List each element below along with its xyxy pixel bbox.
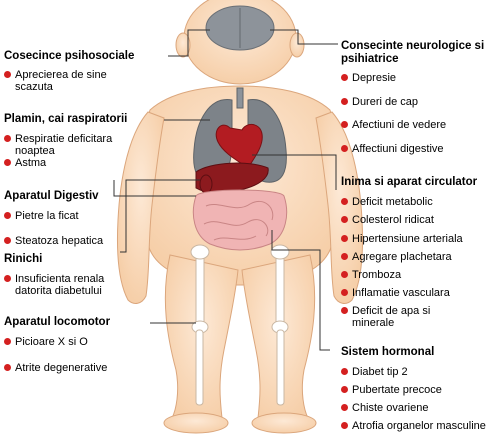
bullet-icon [341, 368, 348, 375]
item-text: Pietre la ficat [15, 210, 79, 222]
item-atrophy: Atrofia organelor masculine [341, 420, 486, 432]
item-arthritis: Atrite degenerative [4, 362, 107, 374]
bullet-icon [341, 307, 348, 314]
item-text: Picioare X si O [15, 336, 88, 348]
item-puberty: Pubertate precoce [341, 384, 442, 396]
bullet-icon [341, 271, 348, 278]
heading-lungs: Plamin, cai raspiratorii [4, 113, 128, 125]
item-night-breathing: Respiratie deficitara noaptea [4, 133, 125, 157]
bullet-icon [4, 275, 11, 282]
bullet-icon [341, 121, 348, 128]
bullet-icon [341, 289, 348, 296]
item-steatosis: Steatoza hepatica [4, 235, 103, 247]
bullet-icon [341, 386, 348, 393]
bullet-icon [4, 71, 11, 78]
item-digestive-issues: Affectiuni digestive [341, 143, 444, 155]
bullet-icon [4, 364, 11, 371]
item-headache: Dureri de cap [341, 96, 418, 108]
item-asthma: Astma [4, 157, 46, 169]
bullet-icon [4, 212, 11, 219]
bullet-icon [4, 237, 11, 244]
heading-heart: Inima si aparat circulator [341, 176, 478, 188]
bullet-icon [341, 145, 348, 152]
bullet-icon [341, 98, 348, 105]
lungs [193, 87, 287, 183]
item-diabetes: Diabet tip 2 [341, 366, 408, 378]
item-text: Deficit de apa si minerale [352, 305, 431, 329]
item-vision: Afectiuni de vedere [341, 119, 446, 131]
heading-psychosocial: Cosecince psihosociale [4, 50, 135, 62]
item-renal-failure: Insuficienta renala datorita diabetului [4, 273, 127, 297]
bullet-icon [341, 422, 348, 429]
heading-neuro: Consecinte neurologice si psihiatrice [341, 40, 485, 65]
item-cholesterol: Colesterol ridicat [341, 214, 434, 226]
item-vascular-inflammation: Inflamatie vasculara [341, 287, 450, 299]
item-text: Aprecierea de sine scazuta [15, 69, 107, 93]
bullet-icon [341, 198, 348, 205]
item-text: Pubertate precoce [352, 384, 442, 396]
item-ovarian-cysts: Chiste ovariene [341, 402, 428, 414]
item-platelet: Agregare plachetara [341, 251, 452, 263]
item-text: Agregare plachetara [352, 251, 452, 263]
item-text: Astma [15, 157, 47, 169]
item-text: Depresie [352, 72, 397, 84]
item-text: Dureri de cap [352, 96, 419, 108]
item-gallstones: Pietre la ficat [4, 210, 79, 222]
item-text: Tromboza [352, 269, 402, 281]
intestines [192, 189, 288, 251]
item-thrombosis: Tromboza [341, 269, 401, 281]
item-text: Diabet tip 2 [352, 366, 408, 378]
item-text: Deficit metabolic [352, 196, 433, 208]
item-hypertension: Hipertensiune arteriala [341, 233, 463, 245]
bullet-icon [4, 338, 11, 345]
brain [205, 5, 275, 51]
item-text: Affectiuni digestive [352, 143, 444, 155]
bullet-icon [341, 235, 348, 242]
heading-hormonal: Sistem hormonal [341, 346, 435, 358]
bullet-icon [4, 135, 11, 142]
item-text: Inflamatie vasculara [352, 287, 450, 299]
item-text: Hipertensiune arteriala [352, 233, 463, 245]
bullet-icon [341, 253, 348, 260]
bullet-icon [341, 404, 348, 411]
item-knees: Picioare X si O [4, 336, 88, 348]
item-text: Atrite degenerative [15, 362, 108, 374]
item-self-esteem: Aprecierea de sine scazuta [4, 69, 135, 93]
bullet-icon [4, 159, 11, 166]
leg-bones [190, 244, 290, 406]
connector-lines [113, 29, 338, 351]
item-metabolic: Deficit metabolic [341, 196, 433, 208]
item-water-minerals: Deficit de apa si minerale [341, 305, 462, 329]
heading-digestive: Aparatul Digestiv [4, 190, 99, 202]
item-text: Insuficienta renala datorita diabetului [15, 273, 105, 297]
bullet-icon [341, 216, 348, 223]
heading-locomotor: Aparatul locomotor [4, 316, 111, 328]
item-text: Colesterol ridicat [352, 214, 434, 226]
item-text: Steatoza hepatica [15, 235, 104, 247]
bullet-icon [341, 74, 348, 81]
heading-kidneys: Rinichi [4, 253, 43, 265]
item-text: Atrofia organelor masculine [352, 420, 486, 432]
kidney [199, 174, 213, 194]
item-text: Chiste ovariene [352, 402, 429, 414]
item-text: Respiratie deficitara noaptea [15, 133, 113, 157]
item-depression: Depresie [341, 72, 396, 84]
item-text: Afectiuni de vedere [352, 119, 447, 131]
